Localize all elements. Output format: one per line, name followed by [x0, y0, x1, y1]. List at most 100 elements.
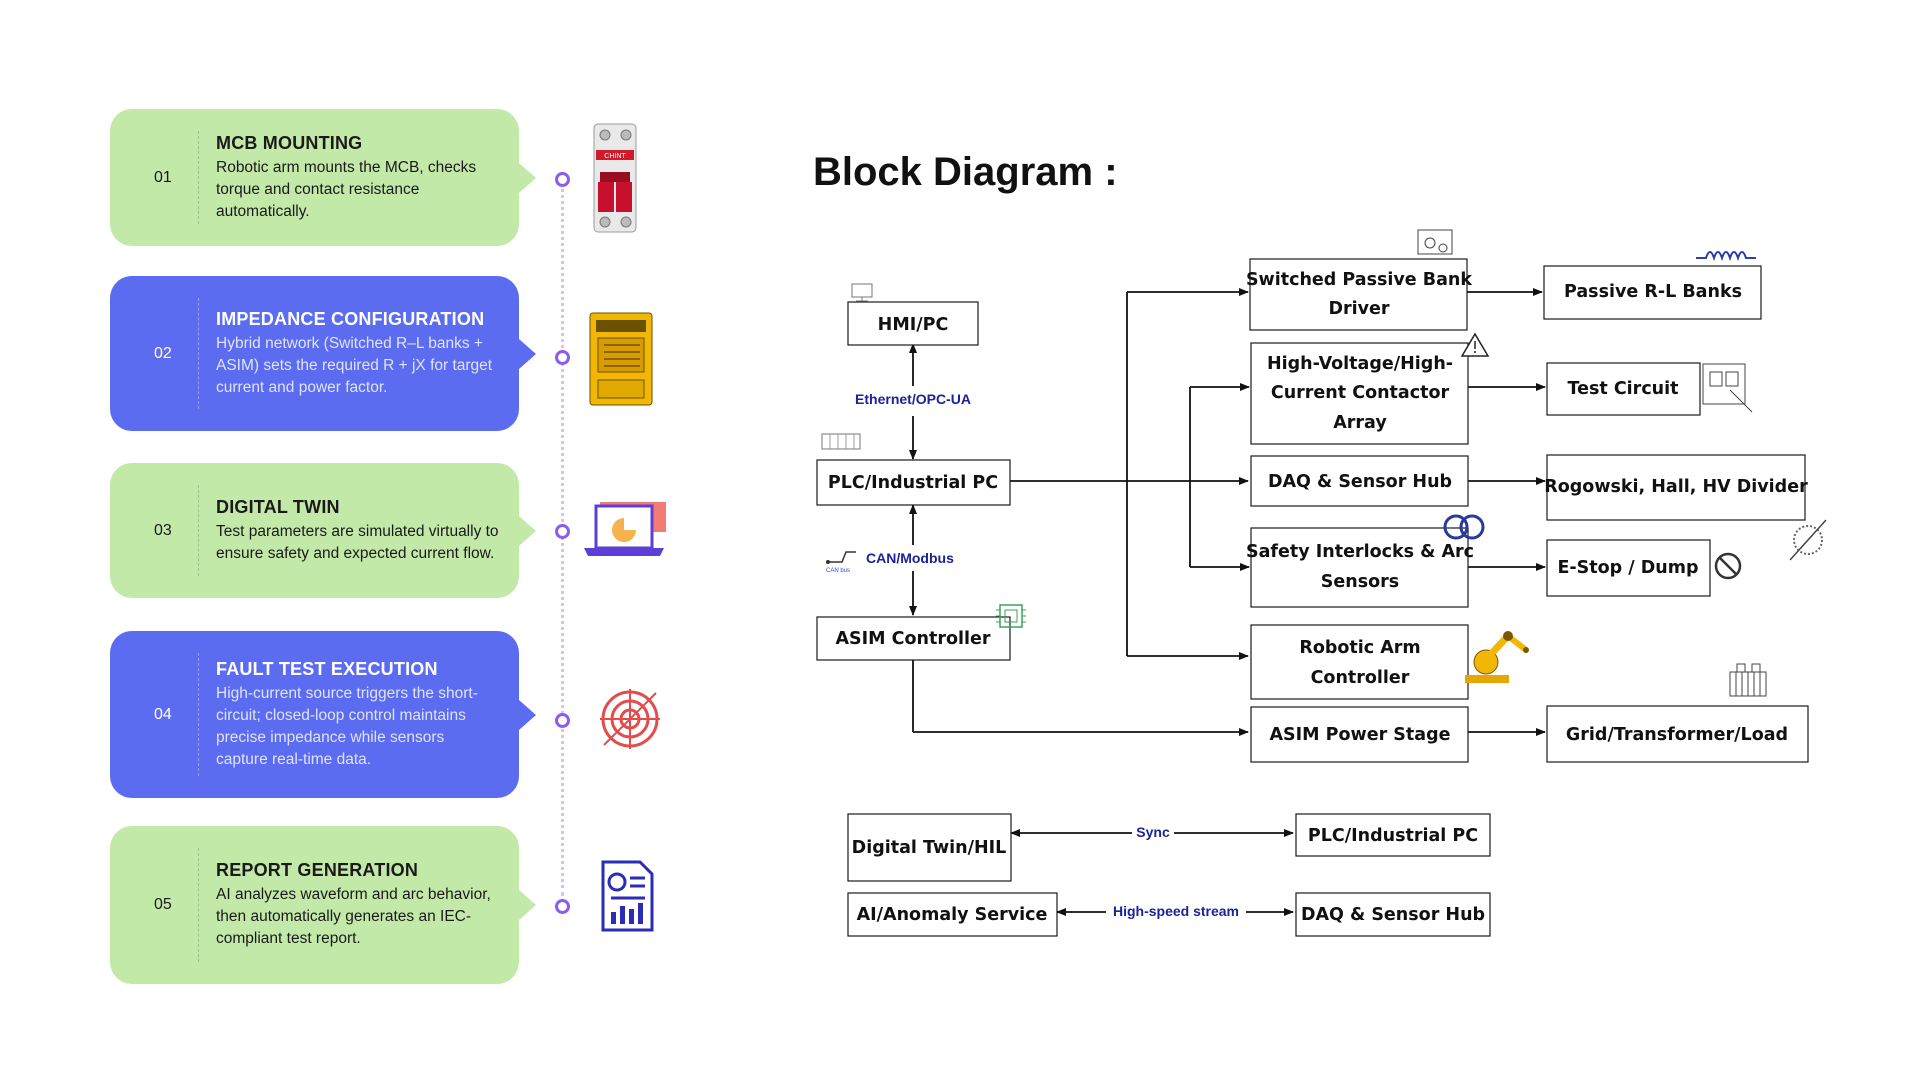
ethernet-label: Ethernet/OPC-UA: [855, 391, 971, 407]
step-card-impedance-configuration: 02 IMPEDANCE CONFIGURATION Hybrid networ…: [110, 276, 536, 431]
transformer-icon: [1729, 663, 1767, 697]
switched-bank-label-2: Driver: [1328, 299, 1389, 319]
step-description: Test parameters are simulated virtually …: [216, 522, 499, 562]
card-pointer: [519, 699, 536, 730]
connectors: [909, 288, 1546, 916]
timeline-dot: [555, 899, 570, 914]
driver-board-icon: [1417, 229, 1453, 255]
step-description: High-current source triggers the short-c…: [216, 684, 478, 768]
robot-arm-icon: [1465, 631, 1529, 683]
rogowski-label: Rogowski, Hall, HV Divider: [1544, 477, 1808, 497]
step-title: DIGITAL TWIN: [216, 496, 340, 517]
safety-box: Safety Interlocks & Arc Sensors: [1246, 527, 1474, 608]
estop-label: E-Stop / Dump: [1557, 558, 1698, 578]
rogowski-box: Rogowski, Hall, HV Divider: [1544, 454, 1808, 521]
card-pointer: [519, 890, 536, 920]
contactor-box: High-Voltage/High- Current Contactor Arr…: [1250, 342, 1469, 445]
plc2-box: PLC/Industrial PC: [1295, 813, 1491, 857]
inductor-coil-icon: [1696, 251, 1756, 262]
robotic-arm-box: Robotic Arm Controller: [1250, 624, 1469, 700]
contactor-label-3: Array: [1333, 413, 1387, 433]
card-pointer: [519, 338, 536, 369]
hmi-pc-box: HMI/PC: [847, 301, 979, 346]
warning-icon: [1460, 332, 1490, 357]
switched-bank-box: Switched Passive Bank Driver: [1246, 258, 1472, 331]
switched-bank-label-1: Switched Passive Bank: [1246, 270, 1472, 290]
daq2-box: DAQ & Sensor Hub: [1295, 892, 1491, 937]
daq2-label: DAQ & Sensor Hub: [1301, 905, 1485, 925]
asim-power-stage-box: ASIM Power Stage: [1250, 706, 1469, 763]
plc2-label: PLC/Industrial PC: [1308, 826, 1478, 846]
step-title: IMPEDANCE CONFIGURATION: [216, 308, 485, 329]
timeline-dot: [555, 172, 570, 187]
digital-twin-label: Digital Twin/HIL: [852, 838, 1007, 858]
divider: [198, 298, 199, 409]
ai-anomaly-label: AI/Anomaly Service: [857, 905, 1048, 925]
chip-icon: [996, 604, 1026, 628]
passive-rl-label: Passive R-L Banks: [1564, 282, 1742, 302]
can-bus-logo-icon: CAN bus: [826, 551, 856, 574]
ai-anomaly-box: AI/Anomaly Service: [847, 892, 1058, 937]
impedance-cabinet-icon: [589, 312, 653, 406]
step-card-mcb-mounting: 01 MCB MOUNTING Robotic arm mounts the M…: [110, 109, 536, 246]
divider: [198, 485, 199, 576]
card-pointer: [519, 162, 536, 193]
plc-module-icon: [821, 433, 861, 450]
divider: [198, 848, 199, 962]
timeline-dot: [555, 524, 570, 539]
robotic-arm-label-1: Robotic Arm: [1299, 638, 1420, 658]
safety-label-2: Sensors: [1321, 572, 1399, 592]
contactor-label-1: High-Voltage/High-: [1267, 354, 1453, 374]
page-title: Block Diagram :: [813, 150, 1118, 194]
hmi-pc-label: HMI/PC: [878, 315, 949, 335]
asim-power-stage-label: ASIM Power Stage: [1270, 725, 1451, 745]
daq-box: DAQ & Sensor Hub: [1250, 455, 1469, 507]
step-card-fault-test-execution: 04 FAULT TEST EXECUTION High-current sou…: [110, 631, 536, 798]
step-card-report-generation: 05 REPORT GENERATION AI analyzes wavefor…: [110, 826, 536, 984]
divider: [198, 653, 199, 776]
passive-rl-box: Passive R-L Banks: [1543, 265, 1762, 320]
prohibited-icon: [1714, 552, 1742, 580]
step-number: 01: [154, 168, 172, 186]
robotic-arm-label-2: Controller: [1311, 668, 1410, 688]
plc-label: PLC/Industrial PC: [828, 473, 998, 493]
monitor-icon: [851, 283, 873, 302]
asim-controller-box: ASIM Controller: [816, 616, 1011, 661]
timeline-dot: [555, 350, 570, 365]
step-description: AI analyzes waveform and arc behavior, t…: [216, 886, 491, 947]
mcb-brand-text: CHINT: [604, 153, 626, 160]
step-number: 03: [154, 521, 172, 539]
sync-label: Sync: [1136, 824, 1170, 840]
card-pointer: [519, 515, 536, 546]
digital-twin-laptop-icon: [584, 502, 666, 556]
digital-twin-box: Digital Twin/HIL: [847, 813, 1012, 882]
test-circuit-label: Test Circuit: [1567, 379, 1678, 399]
test-panel-icon: [1702, 363, 1753, 413]
report-document-icon: [601, 860, 654, 932]
chain-link-icon: [1443, 514, 1485, 540]
step-title: REPORT GENERATION: [216, 860, 419, 880]
grid-box: Grid/Transformer/Load: [1546, 705, 1809, 763]
daq-label: DAQ & Sensor Hub: [1268, 472, 1452, 492]
stream-label: High-speed stream: [1113, 903, 1239, 919]
asim-controller-label: ASIM Controller: [835, 629, 990, 649]
step-title: MCB MOUNTING: [216, 132, 363, 153]
estop-box: E-Stop / Dump: [1546, 539, 1711, 597]
step-number: 04: [154, 705, 172, 723]
timeline-dot: [555, 713, 570, 728]
step-number: 02: [154, 344, 172, 362]
step-description: Robotic arm mounts the MCB, checks torqu…: [216, 158, 477, 220]
target-icon: [600, 689, 660, 749]
plc-box: PLC/Industrial PC: [816, 459, 1011, 506]
safety-label-1: Safety Interlocks & Arc: [1246, 542, 1474, 562]
can-bus-logo-text: CAN bus: [826, 568, 850, 574]
test-circuit-box: Test Circuit: [1546, 362, 1701, 416]
step-number: 05: [154, 896, 172, 913]
grid-label: Grid/Transformer/Load: [1566, 725, 1788, 745]
step-title: FAULT TEST EXECUTION: [216, 658, 438, 679]
step-card-digital-twin: 03 DIGITAL TWIN Test parameters are simu…: [110, 463, 536, 598]
step-description: Hybrid network (Switched R–L banks + ASI…: [216, 334, 493, 396]
contactor-label-2: Current Contactor: [1271, 383, 1450, 403]
divider: [198, 131, 199, 224]
